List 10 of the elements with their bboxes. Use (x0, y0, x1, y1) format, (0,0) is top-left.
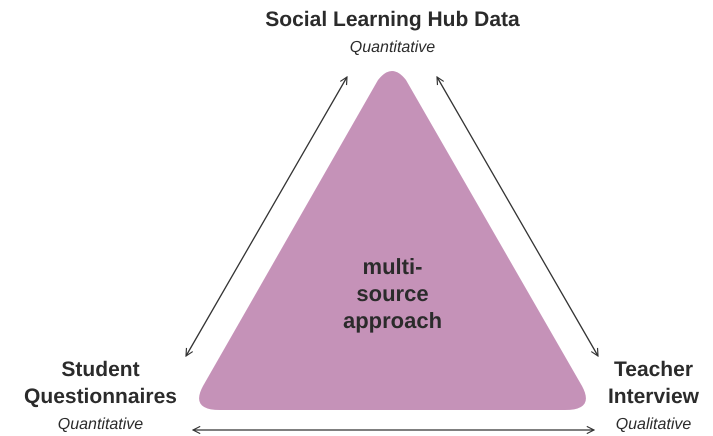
source-title: Social Learning Hub Data (265, 7, 520, 33)
double-arrow (436, 76, 599, 357)
double-arrow (192, 426, 595, 434)
data-type-label: Quantitative (58, 415, 144, 435)
center-label: multi-source approach (342, 253, 444, 334)
data-type-label: Quantitative (350, 38, 436, 58)
source-title: Teacher Interview (606, 357, 700, 410)
source-title: Student Questionnaires (23, 357, 178, 410)
data-type-label: Qualitative (616, 415, 692, 435)
double-arrow (185, 76, 348, 357)
